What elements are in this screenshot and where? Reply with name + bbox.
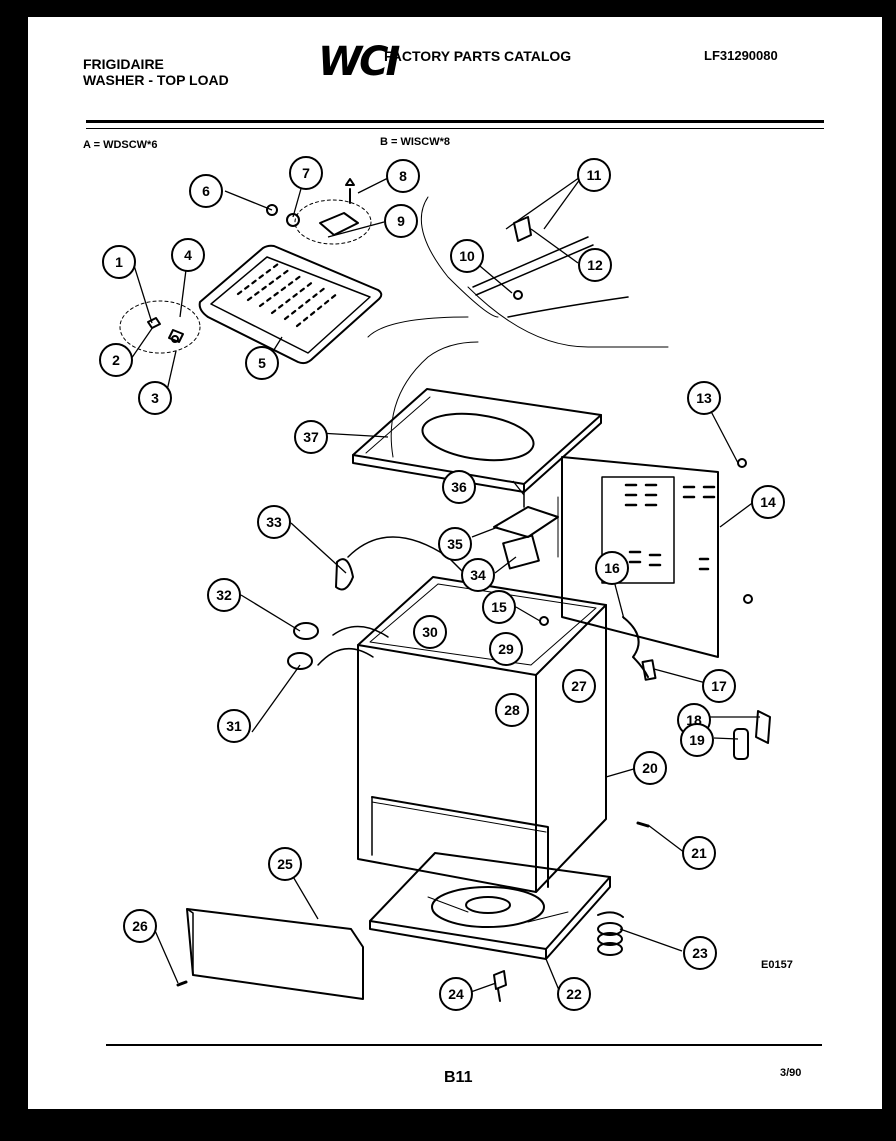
diagram-code: E0157 bbox=[761, 959, 793, 971]
callout-36: 36 bbox=[451, 479, 467, 495]
lid bbox=[198, 244, 383, 365]
page-number: B11 bbox=[444, 1069, 473, 1086]
wire-harness bbox=[622, 616, 657, 681]
callout-25: 25 bbox=[277, 856, 293, 872]
cabinet bbox=[357, 576, 607, 893]
callout-2: 2 bbox=[112, 352, 120, 368]
model-a-label: A = WDSCW*6 bbox=[83, 139, 158, 151]
callout-28: 28 bbox=[504, 702, 520, 718]
front-panel bbox=[186, 908, 364, 1000]
header-rule-thin bbox=[86, 128, 824, 129]
callout-13: 13 bbox=[696, 390, 712, 406]
header-rule bbox=[86, 120, 824, 123]
revision-date: 3/90 bbox=[780, 1067, 802, 1079]
catalog-sheet: FRIGIDAIRE WASHER - TOP LOAD WCI FACTORY… bbox=[28, 17, 882, 1109]
callout-27: 27 bbox=[571, 678, 587, 694]
model-b-label: B = WISCW*8 bbox=[380, 136, 450, 148]
callout-11: 11 bbox=[586, 167, 602, 183]
lid-hinge-detail bbox=[119, 300, 201, 354]
lid-switch-parts bbox=[266, 178, 372, 245]
callout-circles bbox=[99, 156, 785, 1011]
exploded-view-drawing bbox=[119, 170, 771, 1002]
cabinet-top-corner-detail bbox=[367, 196, 669, 348]
callout-15: 15 bbox=[491, 599, 507, 615]
callout-23: 23 bbox=[692, 945, 708, 961]
callout-16: 16 bbox=[604, 560, 620, 576]
callout-12: 12 bbox=[587, 257, 603, 273]
callout-37: 37 bbox=[303, 429, 319, 445]
callout-4: 4 bbox=[184, 247, 192, 263]
rear-panel bbox=[561, 456, 719, 658]
callout-32: 32 bbox=[216, 587, 232, 603]
suspension-spring bbox=[597, 911, 624, 956]
callout-31: 31 bbox=[226, 718, 242, 734]
callout-22: 22 bbox=[566, 986, 582, 1002]
appliance-type-label: WASHER - TOP LOAD bbox=[83, 72, 229, 88]
base-frame bbox=[369, 852, 611, 960]
callout-10: 10 bbox=[459, 248, 475, 264]
foot bbox=[493, 970, 507, 1002]
callout-6: 6 bbox=[202, 183, 210, 199]
callout-19: 19 bbox=[689, 732, 705, 748]
leveling-parts bbox=[733, 710, 771, 760]
callout-21: 21 bbox=[691, 845, 707, 861]
callout-3: 3 bbox=[151, 390, 159, 406]
callout-33: 33 bbox=[266, 514, 282, 530]
brand-label: FRIGIDAIRE bbox=[83, 56, 164, 72]
callout-8: 8 bbox=[399, 168, 407, 184]
callout-1: 1 bbox=[115, 254, 123, 270]
callout-14: 14 bbox=[760, 494, 776, 510]
callout-26: 26 bbox=[132, 918, 148, 934]
callout-5: 5 bbox=[258, 355, 266, 371]
callout-17: 17 bbox=[711, 678, 727, 694]
callout-35: 35 bbox=[447, 536, 463, 552]
callout-20: 20 bbox=[642, 760, 658, 776]
catalog-title: FACTORY PARTS CATALOG bbox=[384, 48, 572, 64]
callout-18: 18 bbox=[686, 712, 702, 728]
catalog-part-number: LF31290080 bbox=[704, 48, 778, 63]
wci-logo: WCI bbox=[318, 39, 400, 85]
callout-29: 29 bbox=[498, 641, 514, 657]
callout-24: 24 bbox=[448, 986, 464, 1002]
callout-34: 34 bbox=[470, 567, 486, 583]
callout-7: 7 bbox=[302, 165, 310, 181]
callout-9: 9 bbox=[397, 213, 405, 229]
footer-rule bbox=[106, 1044, 822, 1046]
callout-30: 30 bbox=[422, 624, 438, 640]
